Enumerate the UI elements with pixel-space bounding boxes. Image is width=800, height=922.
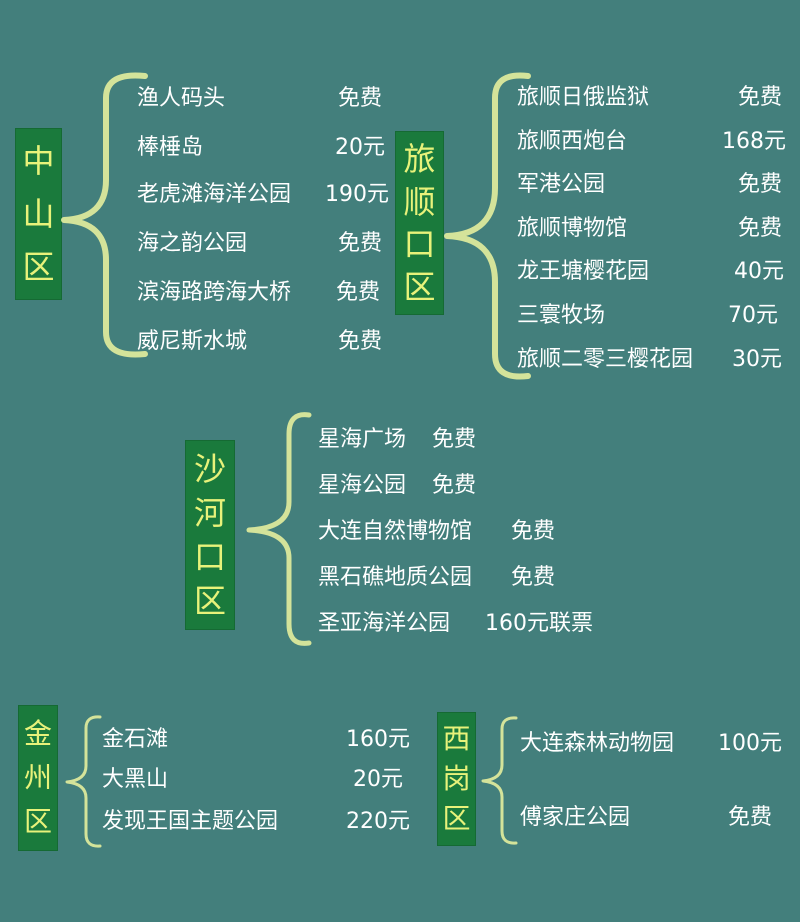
brace-icon	[61, 72, 148, 358]
attraction-name: 军港公园	[517, 172, 606, 197]
attraction-price: 免费	[335, 280, 380, 305]
attraction-name: 大连自然博物馆	[318, 519, 473, 544]
attraction-price: 免费	[511, 565, 556, 590]
attraction-name: 海之韵公园	[137, 231, 248, 256]
attraction-name: 金石滩	[102, 727, 169, 752]
attraction-price: 30元	[732, 347, 782, 372]
attraction-price: 160元	[346, 727, 410, 752]
attraction-price: 168元	[722, 129, 786, 154]
label-char: 口	[403, 225, 436, 264]
district-label-lvshunkou: 旅 顺 口 区	[395, 131, 444, 315]
attraction-name: 棒棰岛	[137, 135, 204, 160]
attraction-name: 三寰牧场	[517, 303, 606, 328]
attraction-name: 威尼斯水城	[137, 329, 248, 354]
attraction-name: 旅顺二零三樱花园	[517, 347, 694, 372]
attraction-name: 星海广场	[318, 427, 407, 452]
attraction-name: 大连森林动物园	[520, 731, 675, 756]
label-char: 区	[403, 267, 436, 306]
attraction-name: 旅顺日俄监狱	[517, 85, 650, 110]
label-char: 山	[22, 194, 55, 233]
brace-icon	[481, 716, 518, 845]
attraction-price: 免费	[432, 427, 477, 452]
attraction-price: 免费	[737, 172, 782, 197]
attraction-name: 旅顺博物馆	[517, 216, 628, 241]
label-char: 河	[193, 494, 226, 532]
attraction-price: 20元	[335, 135, 385, 160]
attraction-price: 免费	[737, 85, 782, 110]
attraction-price: 220元	[346, 809, 410, 834]
district-label-shahekou: 沙 河 口 区	[185, 440, 235, 630]
attraction-price: 20元	[353, 767, 403, 792]
attraction-name: 滨海路跨海大桥	[137, 280, 292, 305]
brace-icon	[65, 715, 102, 848]
district-label-xigang: 西 岗 区	[437, 712, 476, 846]
attraction-price: 免费	[337, 231, 382, 256]
attraction-price: 免费	[432, 473, 477, 498]
attraction-name: 渔人码头	[137, 86, 226, 111]
attraction-price: 免费	[727, 805, 772, 830]
attraction-price: 免费	[337, 329, 382, 354]
attraction-price: 40元	[734, 259, 784, 284]
attraction-price: 免费	[737, 216, 782, 241]
label-char: 州	[23, 761, 52, 794]
label-char: 区	[442, 802, 471, 835]
attraction-price: 100元	[718, 731, 782, 756]
label-char: 金	[23, 717, 52, 750]
attraction-price: 160元联票	[485, 611, 593, 636]
label-char: 西	[442, 722, 471, 755]
label-char: 区	[22, 247, 55, 286]
attraction-price: 190元	[325, 182, 389, 207]
label-char: 口	[193, 538, 226, 576]
attraction-name: 老虎滩海洋公园	[137, 182, 292, 207]
brace-icon	[246, 412, 312, 646]
label-char: 顺	[403, 182, 436, 221]
attraction-name: 黑石礁地质公园	[318, 565, 473, 590]
attraction-name: 星海公园	[318, 473, 407, 498]
label-char: 旅	[403, 140, 436, 179]
attraction-price: 免费	[337, 86, 382, 111]
label-char: 区	[193, 582, 226, 620]
attraction-price: 免费	[511, 519, 556, 544]
label-char: 岗	[442, 762, 471, 795]
attraction-name: 圣亚海洋公园	[318, 611, 451, 636]
attraction-name: 傅家庄公园	[520, 805, 631, 830]
label-char: 中	[22, 142, 55, 181]
attraction-name: 发现王国主题公园	[102, 809, 279, 834]
brace-icon	[444, 72, 531, 380]
label-char: 沙	[193, 450, 226, 488]
label-char: 区	[23, 805, 52, 838]
attraction-name: 旅顺西炮台	[517, 129, 628, 154]
attraction-name: 龙王塘樱花园	[517, 259, 650, 284]
district-label-jinzhou: 金 州 区	[18, 705, 58, 851]
district-label-zhongshan: 中 山 区	[15, 128, 62, 300]
attraction-price: 70元	[728, 303, 778, 328]
attraction-name: 大黑山	[102, 767, 169, 792]
